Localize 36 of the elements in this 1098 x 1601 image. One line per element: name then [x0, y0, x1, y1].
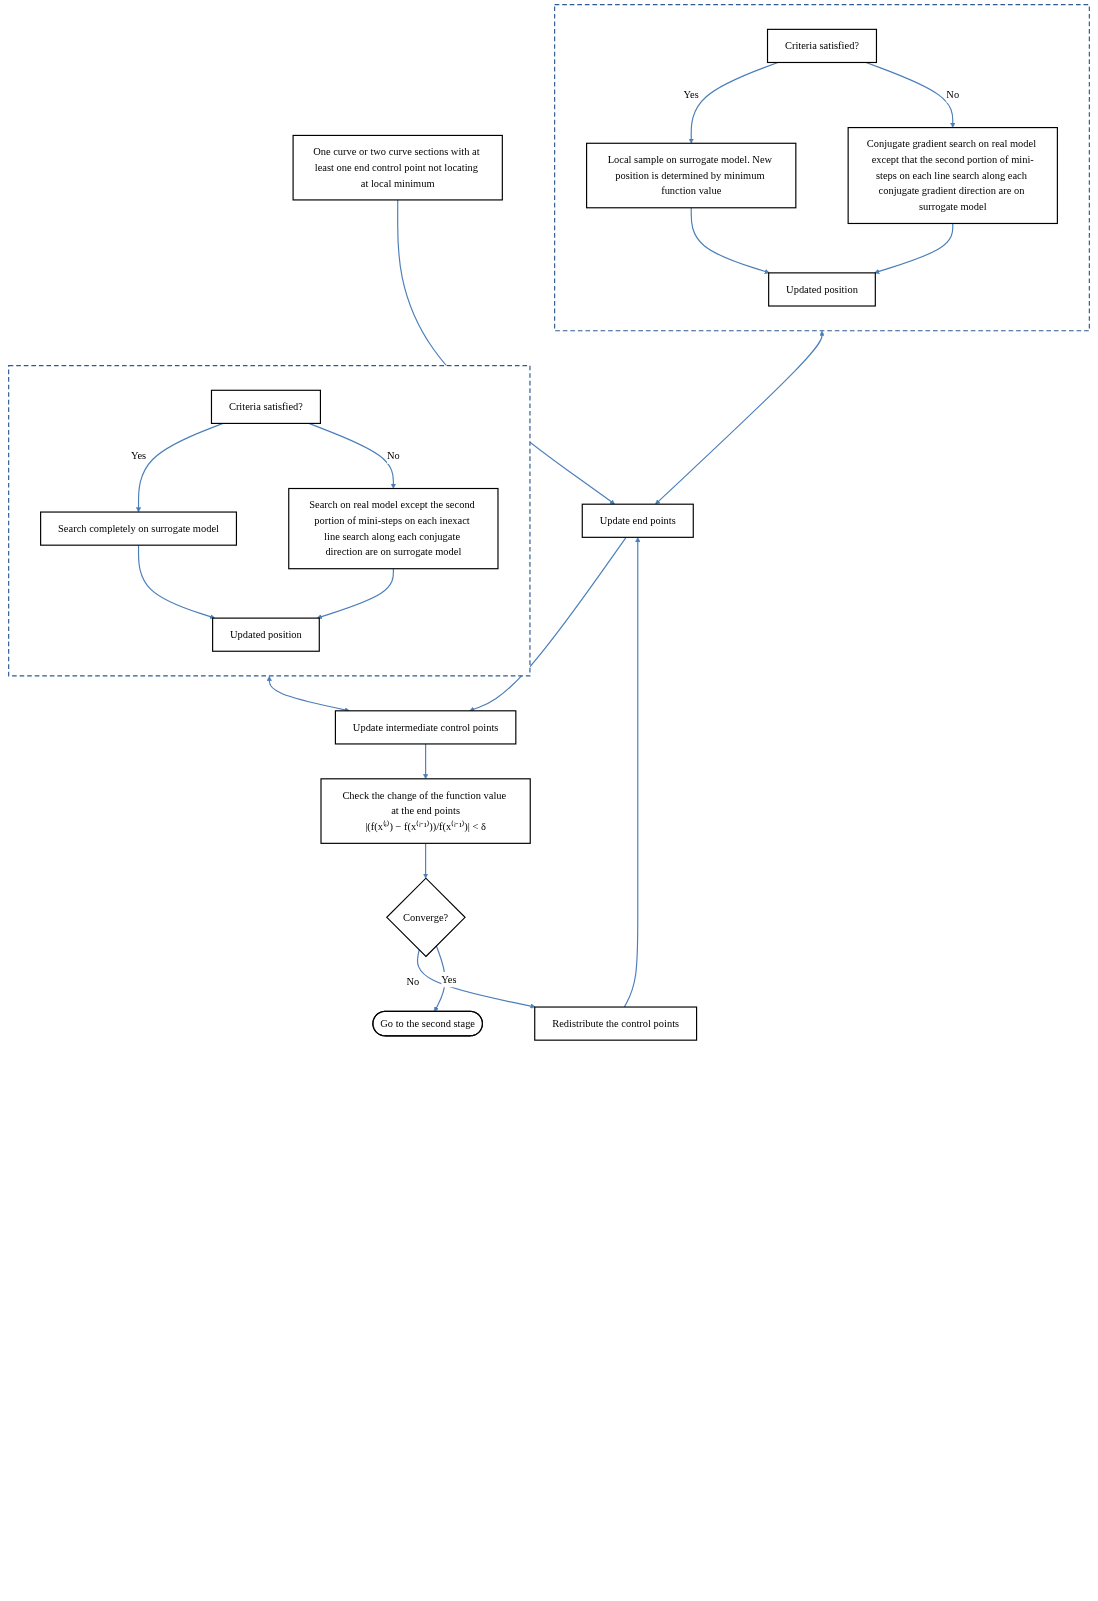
arrow	[623, 537, 641, 1008]
node-box: Update end points	[581, 503, 694, 538]
edge-label: No	[946, 88, 960, 101]
arrow	[137, 544, 216, 620]
node-box: Updated position	[212, 617, 320, 652]
cluster	[554, 4, 1090, 332]
arrow	[469, 536, 627, 712]
arrow	[135, 422, 224, 513]
arrow	[416, 949, 536, 1009]
node-box: Check the change of the function value at the end points |(f(x⁽ⁱ⁾) − f(x⁽ⁱ⁻¹⁾))/f(x⁽ⁱ⁻¹⁾)| < δ	[320, 778, 531, 844]
node-box: Redistribute the control points	[534, 1006, 698, 1041]
edge-label: Yes	[441, 973, 457, 986]
node-box: Updated position	[768, 272, 876, 307]
arrow	[423, 842, 429, 879]
node-box: Update intermediate control points	[334, 710, 517, 745]
edge-label: No	[386, 449, 400, 462]
node-box: One curve or two curve sections with at least one end control point not locating at local minimum	[292, 134, 503, 201]
node-box: Criteria satisfied?	[766, 28, 878, 64]
node-diamond: Converge?	[385, 877, 466, 958]
arrow	[655, 330, 825, 505]
arrow	[690, 207, 770, 274]
edge-label: Yes	[683, 88, 699, 101]
node-box: Criteria satisfied?	[210, 389, 321, 424]
edge-label: Yes	[130, 449, 147, 462]
node-box: Search on real model except the second portion of mini-steps on each inexact line search along each conjugate direction are on surrogate model	[288, 487, 499, 570]
arrow	[874, 222, 954, 274]
arrow	[688, 61, 779, 144]
node-box: Conjugate gradient search on real model except that the second portion of mini-steps on each line search along each conjugate gradient direction are on surrogate model	[847, 127, 1058, 225]
node-box: Search completely on surrogate model	[40, 511, 237, 546]
cluster	[8, 365, 531, 677]
arrow	[423, 743, 429, 780]
arrow	[865, 61, 956, 128]
node-box: Local sample on surrogate model. New position is determined by minimum function value	[586, 142, 797, 209]
arrow	[316, 568, 394, 620]
edge-label: No	[406, 975, 420, 988]
arrow	[308, 422, 396, 489]
